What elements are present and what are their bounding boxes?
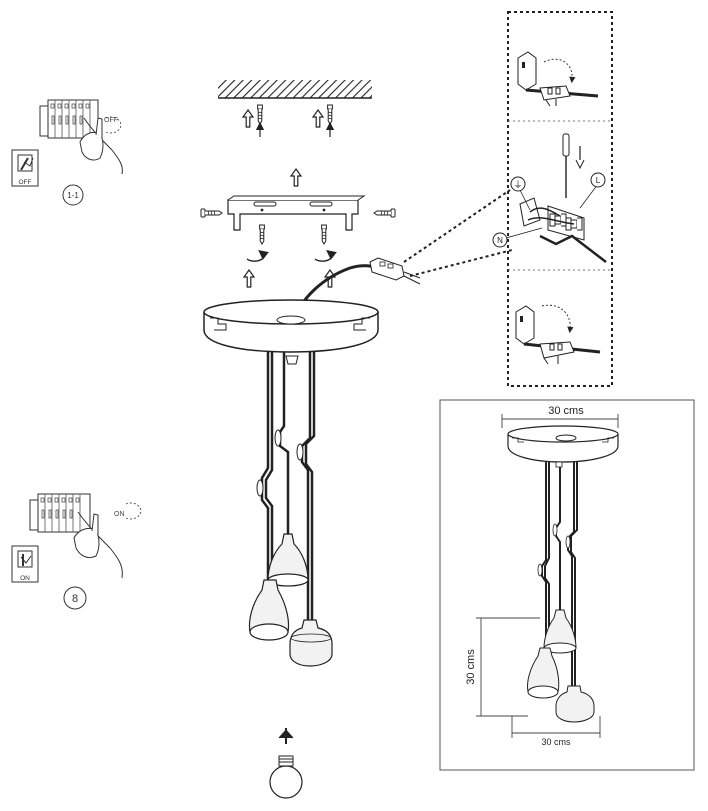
- step-number-1-1: 1-1: [67, 191, 79, 200]
- dimension-width-bottom: [511, 716, 601, 738]
- pendant-shade-small-left: [527, 647, 560, 699]
- dimension-width-bottom-label: 30 cms: [541, 737, 571, 747]
- detail-close-cover: [515, 304, 601, 365]
- terminal-block: [369, 257, 421, 285]
- wall-switch-icon: [11, 149, 39, 187]
- detail-wiring: [492, 133, 607, 263]
- wall-switch-on-icon: [11, 545, 39, 583]
- screwdriver-icon: [562, 133, 570, 198]
- wall-switch-on-text: ON: [20, 575, 30, 582]
- step-number-8: 8: [72, 593, 78, 605]
- switch-off-label: OFF: [104, 117, 118, 124]
- screw-icon: [200, 208, 223, 218]
- dimension-height: [476, 617, 540, 717]
- canopy-small: [507, 425, 619, 463]
- terminal-neutral-label: N: [497, 236, 503, 245]
- rotate-icon: [247, 253, 264, 261]
- dimension-width-top: [501, 414, 619, 428]
- canopy: [203, 299, 379, 353]
- pendant-shade-small-right: [555, 685, 595, 723]
- breaker-hand-icon: [39, 99, 123, 175]
- pendant-shade-left: [248, 579, 290, 641]
- pendant-shade-middle: [267, 533, 309, 587]
- wiring-detail-panel: [507, 11, 613, 387]
- dimension-height-label: 30 cms: [465, 649, 477, 685]
- breaker-hand-on-icon: [29, 493, 142, 579]
- light-bulb-icon: [269, 728, 303, 799]
- pendant-shade-right: [289, 619, 333, 667]
- wall-anchors: [242, 104, 335, 137]
- mounting-bracket: [227, 195, 366, 231]
- arrow-up-icon: [290, 168, 302, 187]
- terminal-earth-label: ⏚: [513, 180, 522, 190]
- detail-open-cover: [517, 51, 599, 107]
- dimension-width-top-label: 30 cms: [548, 405, 584, 417]
- pendant-shade-small-middle: [543, 609, 577, 654]
- step-badge-1-1: [62, 184, 84, 206]
- terminal-live-label: L: [596, 176, 601, 185]
- ceiling: [218, 80, 372, 99]
- step-badge-8: [63, 586, 87, 610]
- switch-on-label: ON: [114, 511, 125, 518]
- wall-switch-off-label: OFF: [19, 179, 32, 186]
